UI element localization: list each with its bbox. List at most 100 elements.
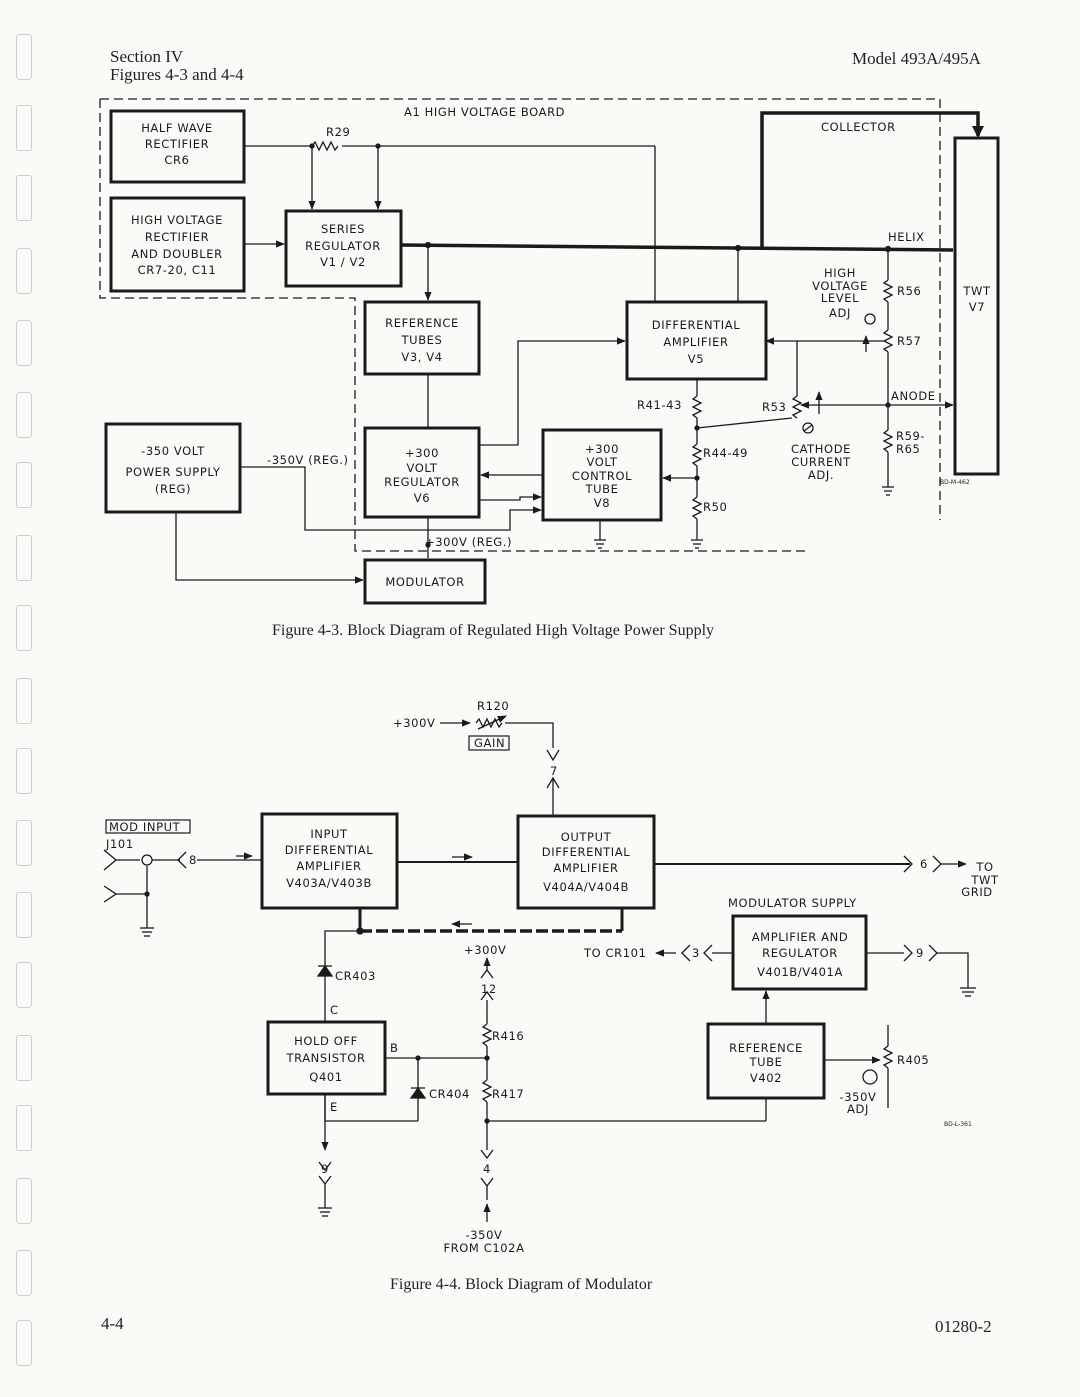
gain-label-box: [468, 735, 510, 751]
pin-4-label: 4: [483, 1162, 491, 1176]
output-amp-line1: OUTPUT: [561, 830, 612, 844]
r120-label: R120: [477, 699, 509, 713]
control-tube-line4: TUBE: [585, 482, 619, 496]
binder-hole: [16, 1035, 32, 1081]
series-reg-line3: V1 / V2: [320, 255, 366, 269]
ref-tubes-line3: V3, V4: [401, 350, 442, 364]
hv-level-line2: VOLTAGE: [812, 279, 868, 293]
r29-resistor: [311, 140, 339, 152]
binder-hole: [16, 1178, 32, 1224]
cr403-diode: [316, 964, 334, 977]
diff-amp-line3: V5: [688, 352, 704, 366]
plus300v-label: +300V: [464, 943, 506, 957]
twt-line1: TWT: [962, 284, 991, 298]
binder-hole: [16, 1250, 32, 1296]
output-amp-line4: V404A/V404B: [543, 880, 629, 894]
mod-supply-line1: AMPLIFIER AND: [752, 930, 849, 944]
binder-hole: [16, 462, 32, 508]
binder-hole: [16, 962, 32, 1008]
output-amp-line2: DIFFERENTIAL: [542, 845, 631, 859]
drawing-number-4-3: BD-M-462: [940, 479, 970, 486]
half-wave-title: HALF WAVE: [141, 121, 213, 135]
pin-12-label: 12: [481, 982, 497, 996]
ref-tube-line1: REFERENCE: [729, 1041, 803, 1055]
binder-hole: [16, 678, 32, 724]
r50-label: R50: [703, 500, 727, 514]
ref-tubes-line1: REFERENCE: [385, 316, 459, 330]
modulator-label: MODULATOR: [385, 575, 464, 589]
r59-resistor: [882, 429, 894, 453]
reg-300-line3: REGULATOR: [384, 475, 460, 489]
regulator-300-block: [363, 426, 481, 519]
control-tube-line3: CONTROL: [572, 469, 632, 483]
modulator-block: [363, 558, 487, 605]
r29-label: R29: [326, 125, 350, 139]
pin-3-label: 3: [692, 946, 700, 960]
from-c102a-line2: FROM C102A: [443, 1241, 524, 1255]
binder-hole: [16, 820, 32, 866]
control-tube-line5: V8: [594, 496, 610, 510]
from-c102a-line1: -350V: [466, 1228, 503, 1242]
binder-hole: [16, 175, 32, 221]
hv-rect-line3: AND DOUBLER: [131, 247, 222, 261]
control-tube-line2: VOLT: [587, 455, 618, 469]
to-twt-line2: TWT: [970, 873, 999, 887]
input-amp-line3: AMPLIFIER: [296, 859, 361, 873]
anode-label: ANODE: [891, 389, 936, 403]
adj-350-line2: ADJ: [847, 1102, 869, 1116]
page-number: 4-4: [101, 1314, 124, 1333]
r120-resistor: [475, 717, 503, 729]
board-label: A1 HIGH VOLTAGE BOARD: [404, 105, 565, 119]
pin-9-bottom-label: 9: [321, 1162, 329, 1176]
pin-7-label: 7: [550, 764, 558, 778]
helix-label: HELIX: [888, 230, 925, 244]
diff-amp-line2: AMPLIFIER: [663, 335, 728, 349]
r57-label: R57: [897, 334, 921, 348]
cathode-line3: ADJ.: [808, 468, 834, 482]
cr404-diode: [409, 1086, 427, 1099]
section-label: Section IV: [110, 47, 184, 66]
input-amp-line4: V403A/V403B: [286, 876, 372, 890]
binder-hole: [16, 34, 32, 80]
hold-off-line3: Q401: [309, 1070, 342, 1084]
model-label: Model 493A/495A: [852, 49, 981, 68]
supply-350-line1: -350 VOLT: [141, 444, 205, 458]
hv-rect-line1: HIGH VOLTAGE: [131, 213, 223, 227]
reg-300-line1: +300: [405, 446, 439, 460]
board-boundary: [99, 99, 810, 552]
series-regulator-block: [284, 209, 403, 288]
r56-label: R56: [897, 284, 921, 298]
binder-hole: [16, 248, 32, 294]
cr404-label: CR404: [429, 1087, 470, 1101]
hv-level-line4: ADJ: [829, 306, 851, 320]
series-reg-line1: SERIES: [321, 222, 365, 236]
pin-9-right-label: 9: [916, 946, 924, 960]
r56-resistor: [882, 279, 894, 303]
cathode-line2: CURRENT: [791, 455, 851, 469]
r44-label: R44-49: [703, 446, 748, 460]
control-tube-line1: +300: [585, 442, 619, 456]
hold-off-line1: HOLD OFF: [294, 1034, 358, 1048]
pin-8-label: 8: [189, 853, 197, 867]
hv-rect-line4: CR7-20, C11: [138, 263, 217, 277]
r53-resistor: [791, 395, 803, 419]
emitter-e-label: E: [330, 1100, 338, 1114]
ref-tube-line2: TUBE: [749, 1055, 783, 1069]
r57-resistor: [882, 329, 894, 353]
base-b-label: B: [390, 1041, 399, 1055]
r417-resistor: [481, 1079, 493, 1103]
r416-label: R416: [492, 1029, 524, 1043]
half-wave-sub: RECTIFIER: [145, 137, 209, 151]
to-twt-line3: GRID: [961, 885, 993, 899]
mod-input-label-box: [105, 819, 191, 834]
binder-hole: [16, 748, 32, 794]
r65-label: R65: [896, 442, 920, 456]
cr403-label: CR403: [335, 969, 376, 983]
adj-350-line1: -350V: [840, 1090, 877, 1104]
binder-hole: [16, 892, 32, 938]
binder-hole: [16, 535, 32, 581]
drawing-number-4-4: BD-L-361: [944, 1121, 972, 1128]
twt-line2: V7: [969, 300, 985, 314]
r405-resistor: [882, 1045, 894, 1069]
figure-4-4-caption: Figure 4-4. Block Diagram of Modulator: [390, 1276, 653, 1293]
